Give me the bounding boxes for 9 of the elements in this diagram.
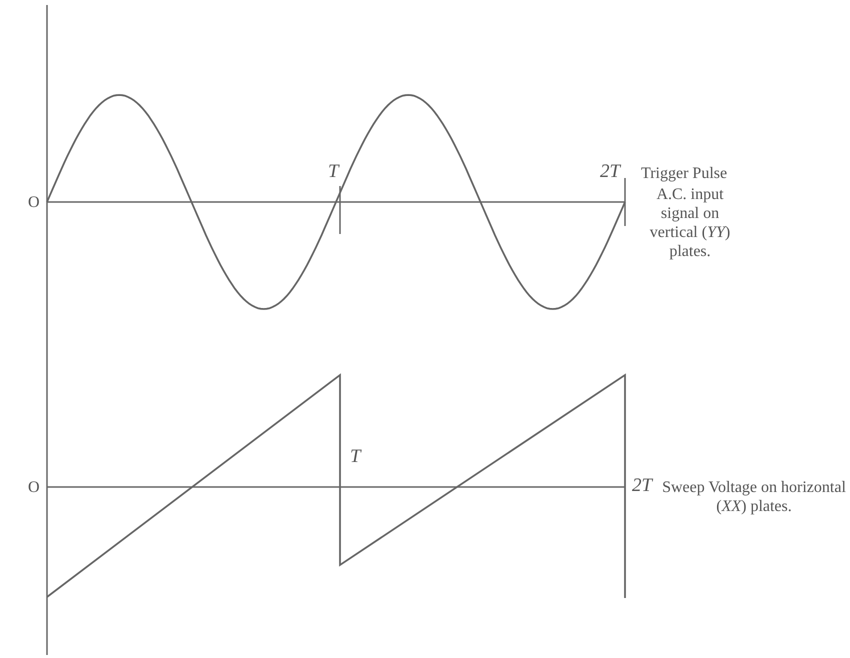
waveform-caption: Sweep Voltage on horizontal (XX) plates. [661, 478, 847, 516]
period-label: T [350, 447, 361, 466]
origin-label: O [28, 478, 40, 497]
period-label: T [328, 162, 339, 181]
origin-label: O [28, 193, 40, 212]
waveform-caption: A.C. input signal on vertical (YY) plates. [648, 185, 732, 261]
period-label: 2T [600, 162, 620, 181]
trigger-pulse-label: Trigger Pulse [641, 164, 728, 183]
period-label: 2T [632, 476, 652, 495]
